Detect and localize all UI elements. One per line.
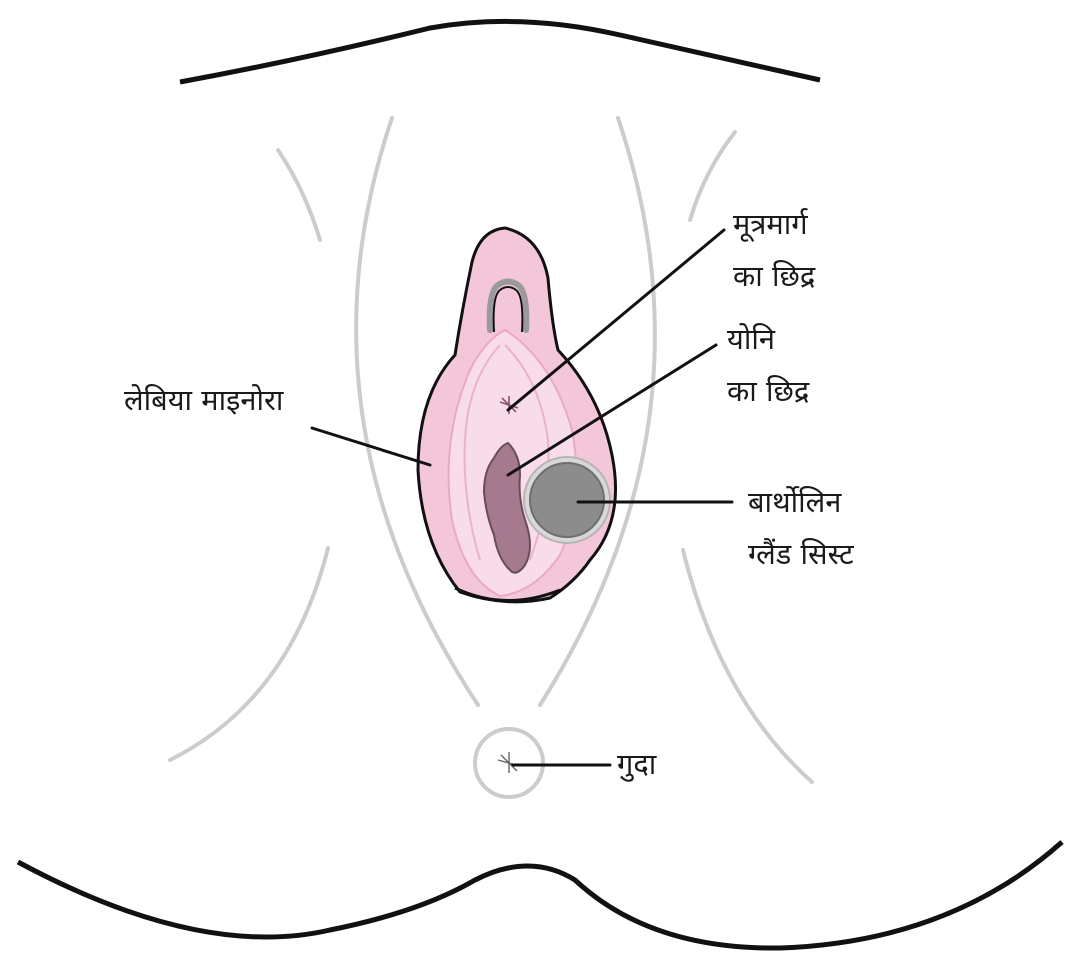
urethra-label-line2: का छिद्र xyxy=(733,259,816,293)
bartholin-label-line2: ग्लैंड सिस्ट xyxy=(748,537,854,571)
labia-leader-line xyxy=(310,426,432,467)
urethra-label: मूत्रमार्ग का छिद्र xyxy=(733,198,815,302)
labia-minora-label-text: लेबिया माइनोरा xyxy=(124,383,284,417)
vaginal-opening xyxy=(482,441,531,574)
vagina-label-line1: योनि xyxy=(727,322,775,356)
abdomen-contour xyxy=(179,18,821,85)
bartholin-label-line1: बार्थोलिन xyxy=(748,485,842,519)
urethra-label-line1: मूत्रमार्ग xyxy=(733,207,808,241)
anus-mark xyxy=(497,752,521,773)
vagina-label-line2: का छिद्र xyxy=(727,374,810,408)
anus-ring xyxy=(473,727,545,799)
skin-fold-lines xyxy=(168,116,814,784)
bartholin-cyst-label: बार्थोलिन ग्लैंड सिस्ट xyxy=(748,476,854,580)
clitoral-hood xyxy=(486,278,530,333)
anus-label: गुदा xyxy=(617,738,656,790)
anus-label-text: गुदा xyxy=(617,747,657,781)
labia-minora-label: लेबिया माइनोरा xyxy=(124,374,283,426)
buttocks-contour xyxy=(16,840,1064,951)
vagina-label: योनि का छिद्र xyxy=(727,313,809,417)
vagina-leader-line xyxy=(506,343,718,477)
urethra-leader-line xyxy=(506,228,726,412)
